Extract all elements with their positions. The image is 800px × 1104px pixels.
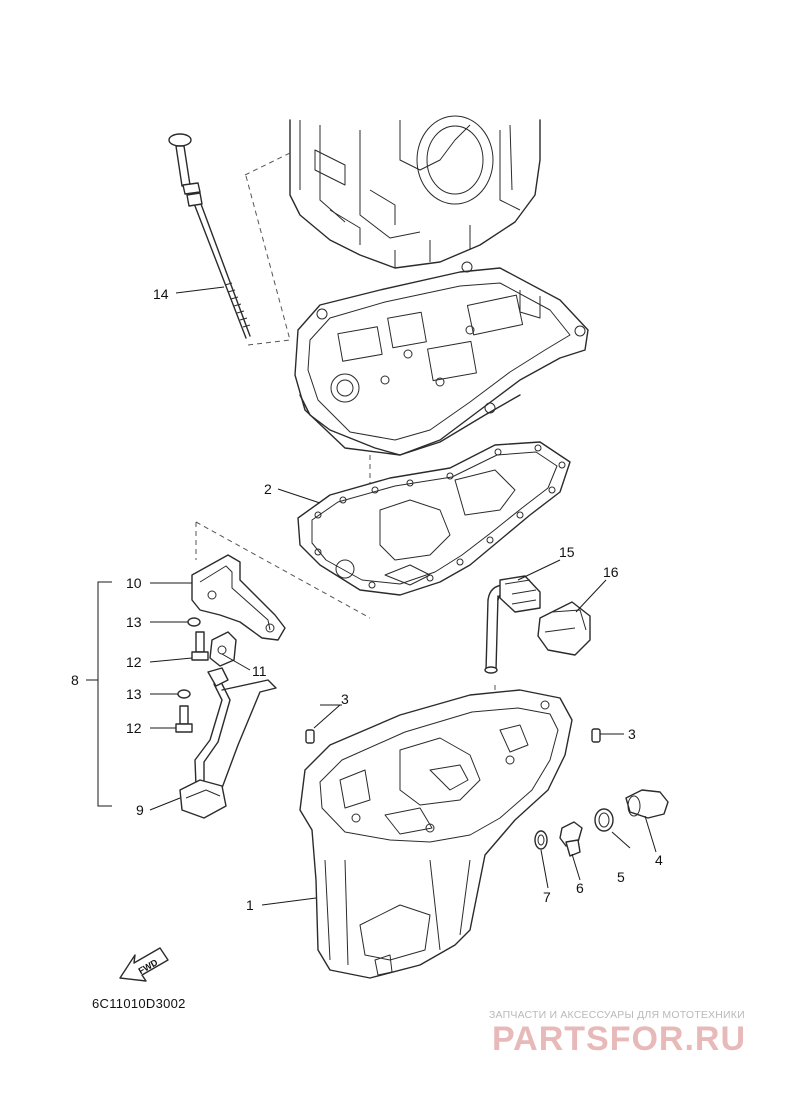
part-label-13a: 13: [126, 614, 142, 630]
upper-casing: [294, 261, 589, 580]
dowel-pins: [305, 728, 601, 744]
part-label-3b: 3: [628, 726, 636, 742]
part-label-9: 9: [136, 802, 144, 818]
part-label-3a: 3: [341, 691, 349, 707]
gasket: [297, 441, 571, 596]
leader-lines: [86, 286, 657, 906]
small-parts: [534, 789, 669, 857]
part-label-12b: 12: [126, 720, 142, 736]
watermark-brand: PARTSFOR.RU: [492, 1020, 747, 1058]
part-label-1: 1: [246, 897, 254, 913]
part-number-labels: 1 2 3 3 4 5 6 7 8 9 10 11 12 12 13 13 14…: [71, 286, 663, 913]
dipstick: [168, 133, 293, 346]
engine-block-upper: [289, 115, 541, 269]
part-label-15: 15: [559, 544, 575, 560]
oil-strainer-assembly: [97, 521, 371, 819]
part-label-6: 6: [576, 880, 584, 896]
part-label-8: 8: [71, 672, 79, 688]
part-label-16: 16: [603, 564, 619, 580]
oil-hose-and-cover: [484, 575, 591, 750]
part-label-11: 11: [252, 663, 267, 679]
part-label-12a: 12: [126, 654, 142, 670]
part-label-7: 7: [543, 889, 551, 905]
part-label-14: 14: [153, 286, 169, 302]
part-label-4: 4: [655, 852, 663, 868]
oil-pan: [299, 689, 573, 979]
part-label-5: 5: [617, 869, 625, 885]
drawing-code: 6C11010D3002: [92, 996, 186, 1011]
watermark-caption: ЗАПЧАСТИ И АКСЕССУАРЫ ДЛЯ МОТОТЕХНИКИ: [489, 1009, 745, 1021]
part-label-2: 2: [264, 481, 272, 497]
part-label-13b: 13: [126, 686, 142, 702]
fwd-arrow-icon: FWD: [119, 947, 169, 982]
part-label-10: 10: [126, 575, 142, 591]
